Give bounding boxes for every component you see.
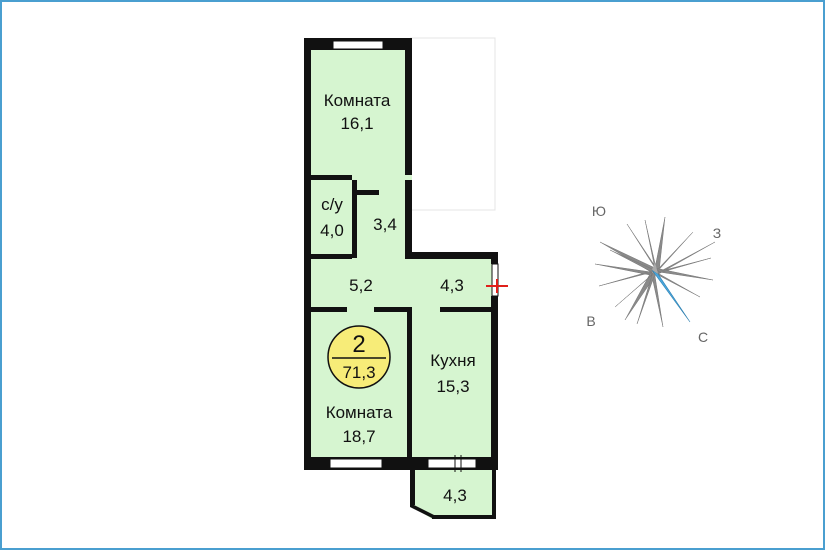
floor-fill bbox=[304, 38, 498, 519]
bathroom-area: 4,0 bbox=[320, 221, 344, 240]
total-area: 71,3 bbox=[342, 363, 375, 382]
compass-rose: Ю З В С bbox=[586, 203, 721, 345]
compass-south-label: Ю bbox=[592, 203, 606, 219]
room-bottom-area: 18,7 bbox=[342, 427, 375, 446]
entrance-marker bbox=[486, 279, 508, 293]
compass-east-label: В bbox=[586, 313, 595, 329]
apartment-badge: 2 71,3 bbox=[327, 325, 391, 389]
room-top-name: Комната bbox=[324, 91, 391, 110]
room-bottom-name: Комната bbox=[326, 403, 393, 422]
windows bbox=[329, 40, 499, 472]
kitchen-name: Кухня bbox=[430, 351, 476, 370]
compass-rays bbox=[594, 216, 716, 328]
hall-area: 5,2 bbox=[349, 276, 373, 295]
hall-right-area: 4,3 bbox=[440, 276, 464, 295]
window-top bbox=[332, 40, 384, 50]
kitchen-area: 15,3 bbox=[436, 377, 469, 396]
room-top-area: 16,1 bbox=[340, 114, 373, 133]
rooms-count: 2 bbox=[352, 331, 365, 358]
partition bbox=[304, 175, 412, 180]
corridor-small-area: 3,4 bbox=[373, 215, 397, 234]
background-outline bbox=[410, 37, 496, 211]
compass-north-label: С bbox=[698, 329, 708, 345]
balcony-area: 4,3 bbox=[443, 486, 467, 505]
window-bottom-left bbox=[329, 458, 383, 469]
window-kitchen bbox=[427, 458, 477, 469]
bathroom-name: с/у bbox=[321, 195, 343, 214]
compass-west-label: З bbox=[713, 225, 721, 241]
